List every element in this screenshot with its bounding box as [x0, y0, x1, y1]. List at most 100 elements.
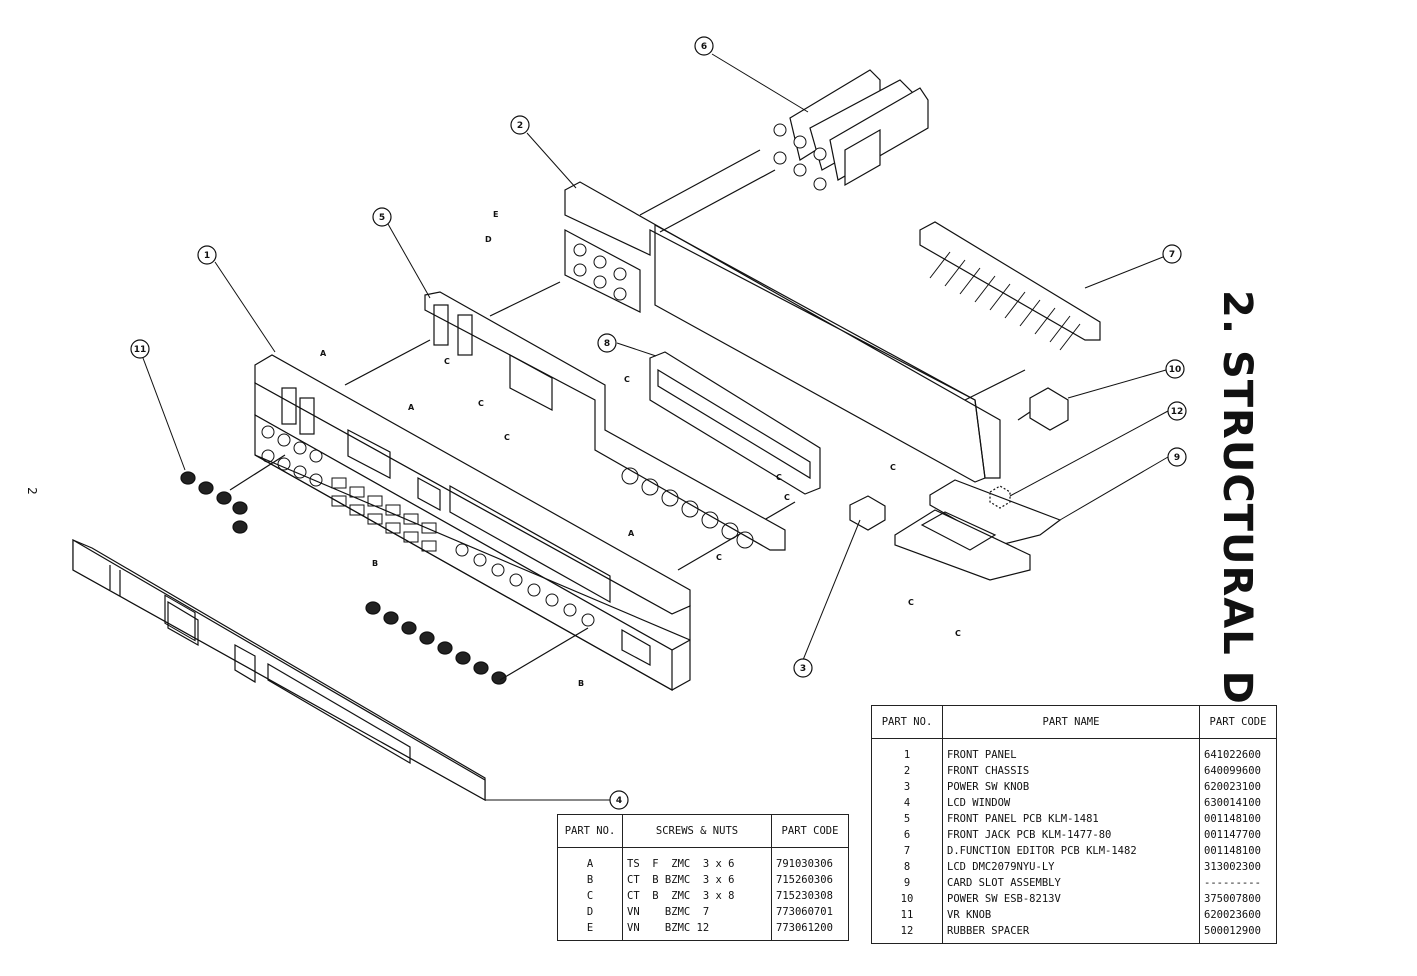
- callout-7: 7: [1162, 244, 1182, 264]
- cell-name: VN BZMC 7: [622, 904, 772, 920]
- svg-text:7: 7: [1169, 250, 1175, 260]
- cell-part-code: 500012900: [1199, 923, 1277, 944]
- cell-part-no: 10: [871, 891, 943, 907]
- cell-part-no: 5: [871, 811, 943, 827]
- page-number: 2: [24, 487, 39, 495]
- cell-part-no: 1: [871, 738, 943, 763]
- screw-tag-a: A: [320, 349, 327, 358]
- svg-text:3: 3: [800, 664, 806, 674]
- callout-2: 2: [510, 115, 530, 135]
- cell-part-no: D: [557, 904, 623, 920]
- cell-name: VR KNOB: [942, 907, 1200, 923]
- svg-text:6: 6: [701, 42, 707, 52]
- cell-name: LCD WINDOW: [942, 795, 1200, 811]
- cell-part-code: 313002300: [1199, 859, 1277, 875]
- screw-tag-c: C: [478, 399, 484, 408]
- page-title: 2. STRUCTURAL DIAGRAM: [1214, 290, 1260, 892]
- screw-tag-a: A: [628, 529, 635, 538]
- callout-3: 3: [793, 658, 813, 678]
- cell-part-code: 001148100: [1199, 811, 1277, 827]
- power-switch-part: [1017, 387, 1069, 431]
- screws-table-header: PART NO. SCREWS & NUTS PART CODE: [557, 814, 849, 848]
- screw-tag-c: C: [908, 598, 914, 607]
- screw-tag-c: C: [504, 433, 510, 442]
- parts-col-part-no: PART NO.: [871, 705, 943, 739]
- callout-6: 6: [694, 36, 714, 56]
- cell-name: VN BZMC 12: [622, 920, 772, 941]
- callout-12: 12: [1167, 401, 1187, 421]
- callout-markers: 1 2 3 4 5 6 7 8 9 10 11 12: [130, 36, 1187, 810]
- screw-tag-markers: A A A B B C C C C C C C C C C D E: [320, 210, 961, 688]
- cell-part-no: 8: [871, 859, 943, 875]
- callout-8: 8: [597, 333, 617, 353]
- cell-part-code: 773060701: [771, 904, 849, 920]
- vr-knobs-part: [180, 471, 507, 685]
- screws-col-part-no: PART NO.: [557, 814, 623, 848]
- cell-part-code: 001147700: [1199, 827, 1277, 843]
- svg-text:9: 9: [1174, 453, 1180, 463]
- cell-part-no: 9: [871, 875, 943, 891]
- screw-tag-c: C: [444, 357, 450, 366]
- cell-part-code: 620023600: [1199, 907, 1277, 923]
- screws-col-part-code: PART CODE: [771, 814, 849, 848]
- leader-lines: [142, 53, 1169, 801]
- card-slot-assembly-part: [894, 479, 1062, 581]
- callout-10: 10: [1165, 359, 1185, 379]
- cell-part-code: ---------: [1199, 875, 1277, 891]
- cell-part-code: 773061200: [771, 920, 849, 941]
- parts-col-part-code: PART CODE: [1199, 705, 1277, 739]
- front-jack-pcb-part: [773, 69, 929, 191]
- cell-part-no: 3: [871, 779, 943, 795]
- screw-tag-c: C: [776, 473, 782, 482]
- svg-text:12: 12: [1171, 407, 1184, 417]
- cell-name: D.FUNCTION EDITOR PCB KLM-1482: [942, 843, 1200, 859]
- callout-1: 1: [197, 245, 217, 265]
- screw-tag-c: C: [624, 375, 630, 384]
- cell-part-code: 375007800: [1199, 891, 1277, 907]
- lcd-window-part: [72, 538, 486, 802]
- power-switch-knob-part: [849, 495, 886, 531]
- callout-4: 4: [609, 790, 629, 810]
- cell-part-no: 2: [871, 763, 943, 779]
- screw-tag-c: C: [955, 629, 961, 638]
- screw-tag-d: D: [485, 235, 492, 244]
- cell-part-no: B: [557, 872, 623, 888]
- svg-text:4: 4: [616, 796, 622, 806]
- cell-name: FRONT JACK PCB KLM-1477-80: [942, 827, 1200, 843]
- svg-text:8: 8: [604, 339, 610, 349]
- cell-part-code: 715260306: [771, 872, 849, 888]
- cell-part-no: 12: [871, 923, 943, 944]
- svg-text:2: 2: [517, 121, 523, 131]
- cell-part-code: 791030306: [771, 847, 849, 872]
- cell-name: FRONT PANEL: [942, 738, 1200, 763]
- cell-name: POWER SW ESB-8213V: [942, 891, 1200, 907]
- svg-text:10: 10: [1169, 365, 1182, 375]
- rubber-spacer-part: [989, 485, 1011, 509]
- screws-col-screws-nuts: SCREWS & NUTS: [622, 814, 772, 848]
- cell-part-no: E: [557, 920, 623, 941]
- cell-name: RUBBER SPACER: [942, 923, 1200, 944]
- svg-text:11: 11: [134, 345, 147, 355]
- screw-tag-c: C: [890, 463, 896, 472]
- cell-part-no: 6: [871, 827, 943, 843]
- front-panel-part: [254, 354, 796, 692]
- cell-part-code: 641022600: [1199, 738, 1277, 763]
- screw-tag-e: E: [493, 210, 498, 219]
- cell-name: CARD SLOT ASSEMBLY: [942, 875, 1200, 891]
